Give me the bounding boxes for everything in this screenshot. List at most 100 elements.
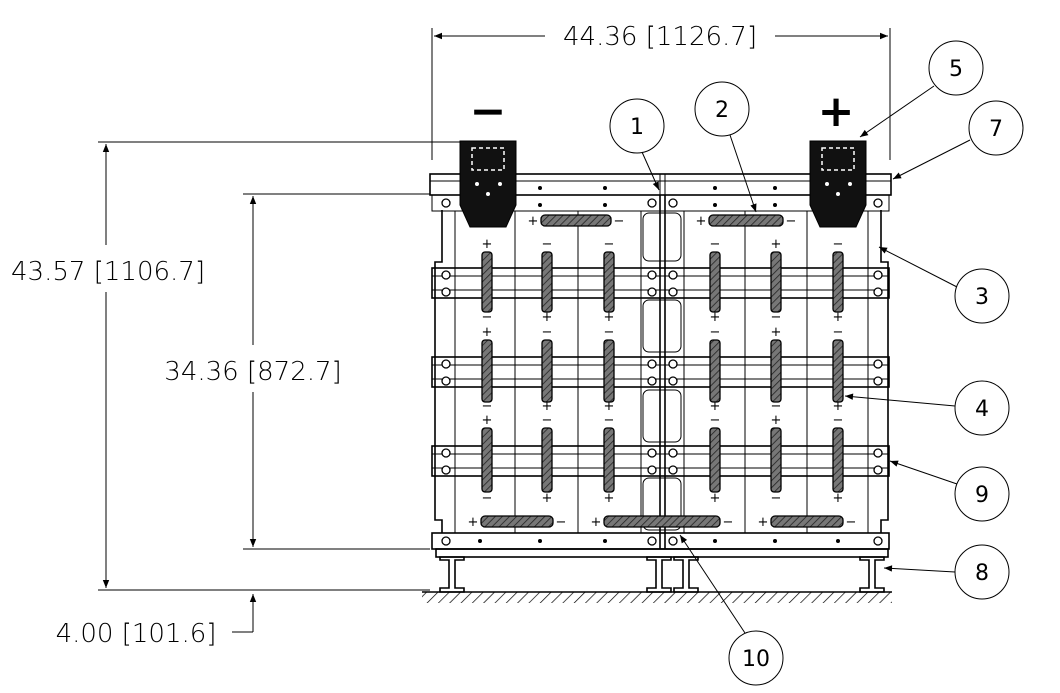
bolt	[441, 359, 451, 369]
plus-sign: +	[528, 214, 539, 229]
cell-polarity-marks: +−−−+−−+++−++−−−+−−+++−++−−−+−−+++−++−+−…	[468, 214, 857, 530]
plus-sign: +	[542, 491, 553, 506]
cell-connector-bar	[770, 427, 782, 493]
plus-sign: +	[604, 399, 615, 414]
bolt	[873, 465, 883, 475]
balloon-8: 8	[975, 561, 989, 586]
base-height-label: 4.00 [101.6]	[56, 619, 217, 649]
bolt	[668, 448, 678, 458]
width-dimension-label: 44.36 [1126.7]	[563, 22, 757, 52]
cell-connector-bar	[541, 427, 553, 493]
rack-frame	[429, 173, 892, 550]
rivet	[713, 539, 717, 543]
cell-connector-bar	[481, 427, 493, 493]
bolt	[647, 270, 657, 280]
cell-connector-bar	[603, 251, 615, 313]
base-height-dimension: 4.00 [101.6]	[56, 594, 257, 649]
minus-sign: −	[542, 325, 553, 340]
bolt	[668, 198, 678, 208]
plus-sign: +	[833, 310, 844, 325]
rivet	[603, 186, 607, 190]
minus-sign: −	[542, 413, 553, 428]
base-beams	[435, 548, 889, 593]
bolt	[873, 536, 883, 546]
width-dimension: 44.36 [1126.7]	[431, 22, 891, 160]
plus-sign: +	[833, 399, 844, 414]
rivet	[773, 186, 777, 190]
cross-rails	[431, 267, 890, 477]
rack-height-dimension: 34.36 [872.7]	[164, 193, 430, 550]
plus-sign: +	[468, 515, 479, 530]
balloon-10: 1	[630, 115, 644, 140]
bolt	[668, 536, 678, 546]
rivet	[603, 539, 607, 543]
plus-sign: +	[542, 310, 553, 325]
plus-sign: +	[482, 237, 493, 252]
minus-sign: −	[604, 325, 615, 340]
bolt	[441, 536, 451, 546]
bolt	[873, 198, 883, 208]
cell-connector-bar	[709, 251, 721, 313]
minus-sign: −	[771, 399, 782, 414]
rack-height-label: 34.36 [872.7]	[164, 357, 341, 387]
minus-sign: −	[786, 214, 797, 229]
bolt	[647, 359, 657, 369]
plus-sign: +	[604, 491, 615, 506]
balloon-1: 3	[975, 285, 989, 310]
bolt	[873, 270, 883, 280]
overall-height-dimension: 43.57 [1106.7]	[11, 141, 465, 591]
cell-connector-bar	[603, 339, 615, 403]
minus-sign: −	[771, 491, 782, 506]
plus-sign: +	[696, 214, 707, 229]
balloon-7: 5	[949, 57, 963, 82]
cell-connectors	[481, 251, 844, 493]
minus-sign: −	[604, 413, 615, 428]
plus-sign: +	[710, 399, 721, 414]
minus-sign: −	[723, 515, 734, 530]
plus-sign: +	[771, 413, 782, 428]
plus-sign: +	[771, 237, 782, 252]
cell-connector-bar	[481, 251, 493, 313]
plus-sign: +	[758, 515, 769, 530]
bolt	[668, 270, 678, 280]
cell-connector-bar	[832, 251, 844, 313]
plus-sign: +	[482, 413, 493, 428]
minus-sign: −	[846, 515, 857, 530]
rivet	[538, 203, 542, 207]
minus-sign: −	[833, 413, 844, 428]
balloon-9: 9	[975, 483, 989, 508]
bolt	[668, 359, 678, 369]
rivet	[538, 186, 542, 190]
plus-sign: +	[771, 325, 782, 340]
rivet	[603, 203, 607, 207]
cell-connector-bar	[603, 427, 615, 493]
bolt	[647, 376, 657, 386]
cell-connector-bar	[481, 339, 493, 403]
bolt	[873, 376, 883, 386]
bolt	[441, 270, 451, 280]
bolt	[647, 287, 657, 297]
minus-sign: −	[556, 515, 567, 530]
minus-sign: −	[833, 325, 844, 340]
plus-sign: +	[833, 491, 844, 506]
bolt	[873, 448, 883, 458]
cell-connector-bar	[832, 339, 844, 403]
minus-sign: −	[604, 237, 615, 252]
plus-sign: +	[604, 310, 615, 325]
bolt	[647, 448, 657, 458]
rivet	[773, 203, 777, 207]
balloon-4: 10	[742, 647, 770, 672]
cell-connector-bar	[541, 251, 553, 313]
rivet	[478, 539, 482, 543]
bolt	[441, 376, 451, 386]
cell-connector-bar	[770, 251, 782, 313]
ground-hatch	[422, 591, 892, 603]
bolt	[441, 448, 451, 458]
bolt	[647, 198, 657, 208]
balloon-5: 7	[989, 117, 1003, 142]
rivet	[773, 539, 777, 543]
cell-connector-bar	[709, 427, 721, 493]
bolt	[647, 465, 657, 475]
negative-terminal-sign: −	[470, 86, 507, 137]
bolt	[441, 465, 451, 475]
